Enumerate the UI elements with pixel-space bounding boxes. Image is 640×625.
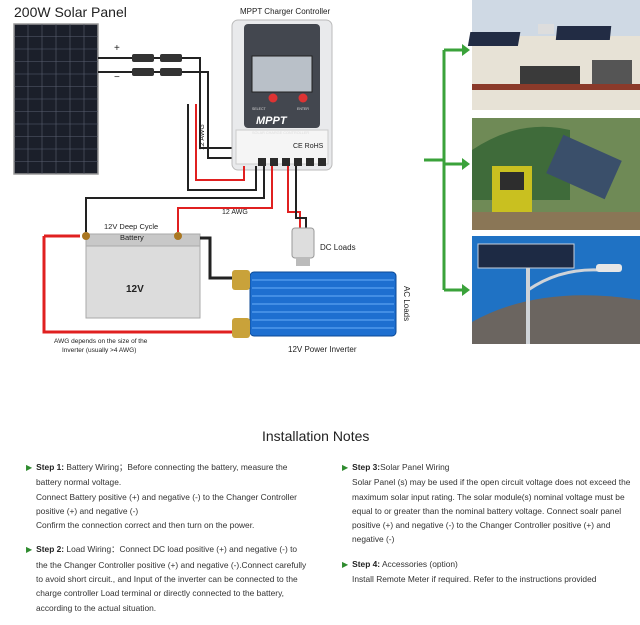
plus-sign: +: [114, 43, 120, 54]
battery-voltage: 12V: [126, 284, 144, 295]
solar-street-light-photo: [472, 236, 640, 344]
dc-load-bulb: [291, 227, 315, 266]
battery-wires: [85, 104, 307, 232]
battery-label-line2: Battery: [120, 233, 144, 242]
mc4-connectors: [132, 54, 182, 76]
step-1: ▶Step 1: Battery Wiring；Before connectin…: [26, 462, 297, 531]
awg-note-line2: Inverter (usually >4 AWG): [62, 347, 136, 354]
minus-sign: −: [114, 72, 120, 83]
controller-title: MPPT Charger Controller: [240, 7, 330, 16]
application-arrows: [424, 44, 470, 296]
notes-left-column: ▶Step 1: Battery Wiring；Before connectin…: [26, 460, 318, 625]
awg-note-line1: AWG depends on the size of the: [54, 338, 148, 345]
dc-loads-label: DC Loads: [320, 243, 356, 252]
battery: [82, 232, 201, 319]
camping-solar-generator-photo: [472, 118, 640, 230]
battery-label-line1: 12V Deep Cycle: [104, 222, 158, 231]
bullet-arrow-icon: ▶: [26, 545, 33, 555]
bullet-arrow-icon: ▶: [26, 463, 33, 472]
step-2: ▶Step 2: Load Wiring：Connect DC load pos…: [26, 544, 307, 613]
wire-label-vertical: 12 AWG: [199, 124, 206, 150]
solar-panel: [13, 23, 99, 175]
wire-label-battery: 12 AWG: [222, 209, 248, 216]
installation-notes-title: Installation Notes: [262, 428, 370, 444]
wiring-diagram: 200W Solar Panel + − MPPT Charger Contro…: [13, 0, 640, 354]
controller-btn-left: SELECT: [252, 107, 266, 111]
power-inverter: [232, 270, 397, 338]
controller-subtitle: SOLAR CHARGE CONTROLLER: [252, 131, 309, 135]
bullet-arrow-icon: ▶: [342, 559, 349, 569]
step-4: ▶Step 4: Accessories (option) Install Re…: [342, 558, 597, 585]
bullet-arrow-icon: ▶: [342, 463, 349, 472]
controller-marks: CE RoHS: [293, 143, 324, 150]
step-3: ▶Step 3:Solar Panel Wiring Solar Panel (…: [342, 462, 631, 545]
mppt-controller: [231, 19, 333, 171]
inverter-wires: [42, 234, 240, 334]
notes-right-column: ▶Step 3:Solar Panel Wiring Solar Panel (…: [342, 460, 638, 596]
controller-brand: MPPT: [256, 115, 288, 127]
inverter-label: 12V Power Inverter: [288, 345, 357, 354]
controller-btn-right: ENTER: [297, 107, 309, 111]
ac-loads-label: AC Loads: [402, 286, 411, 321]
solar-panel-title: 200W Solar Panel: [14, 4, 127, 20]
rv-roof-solar-photo: [467, 0, 640, 110]
